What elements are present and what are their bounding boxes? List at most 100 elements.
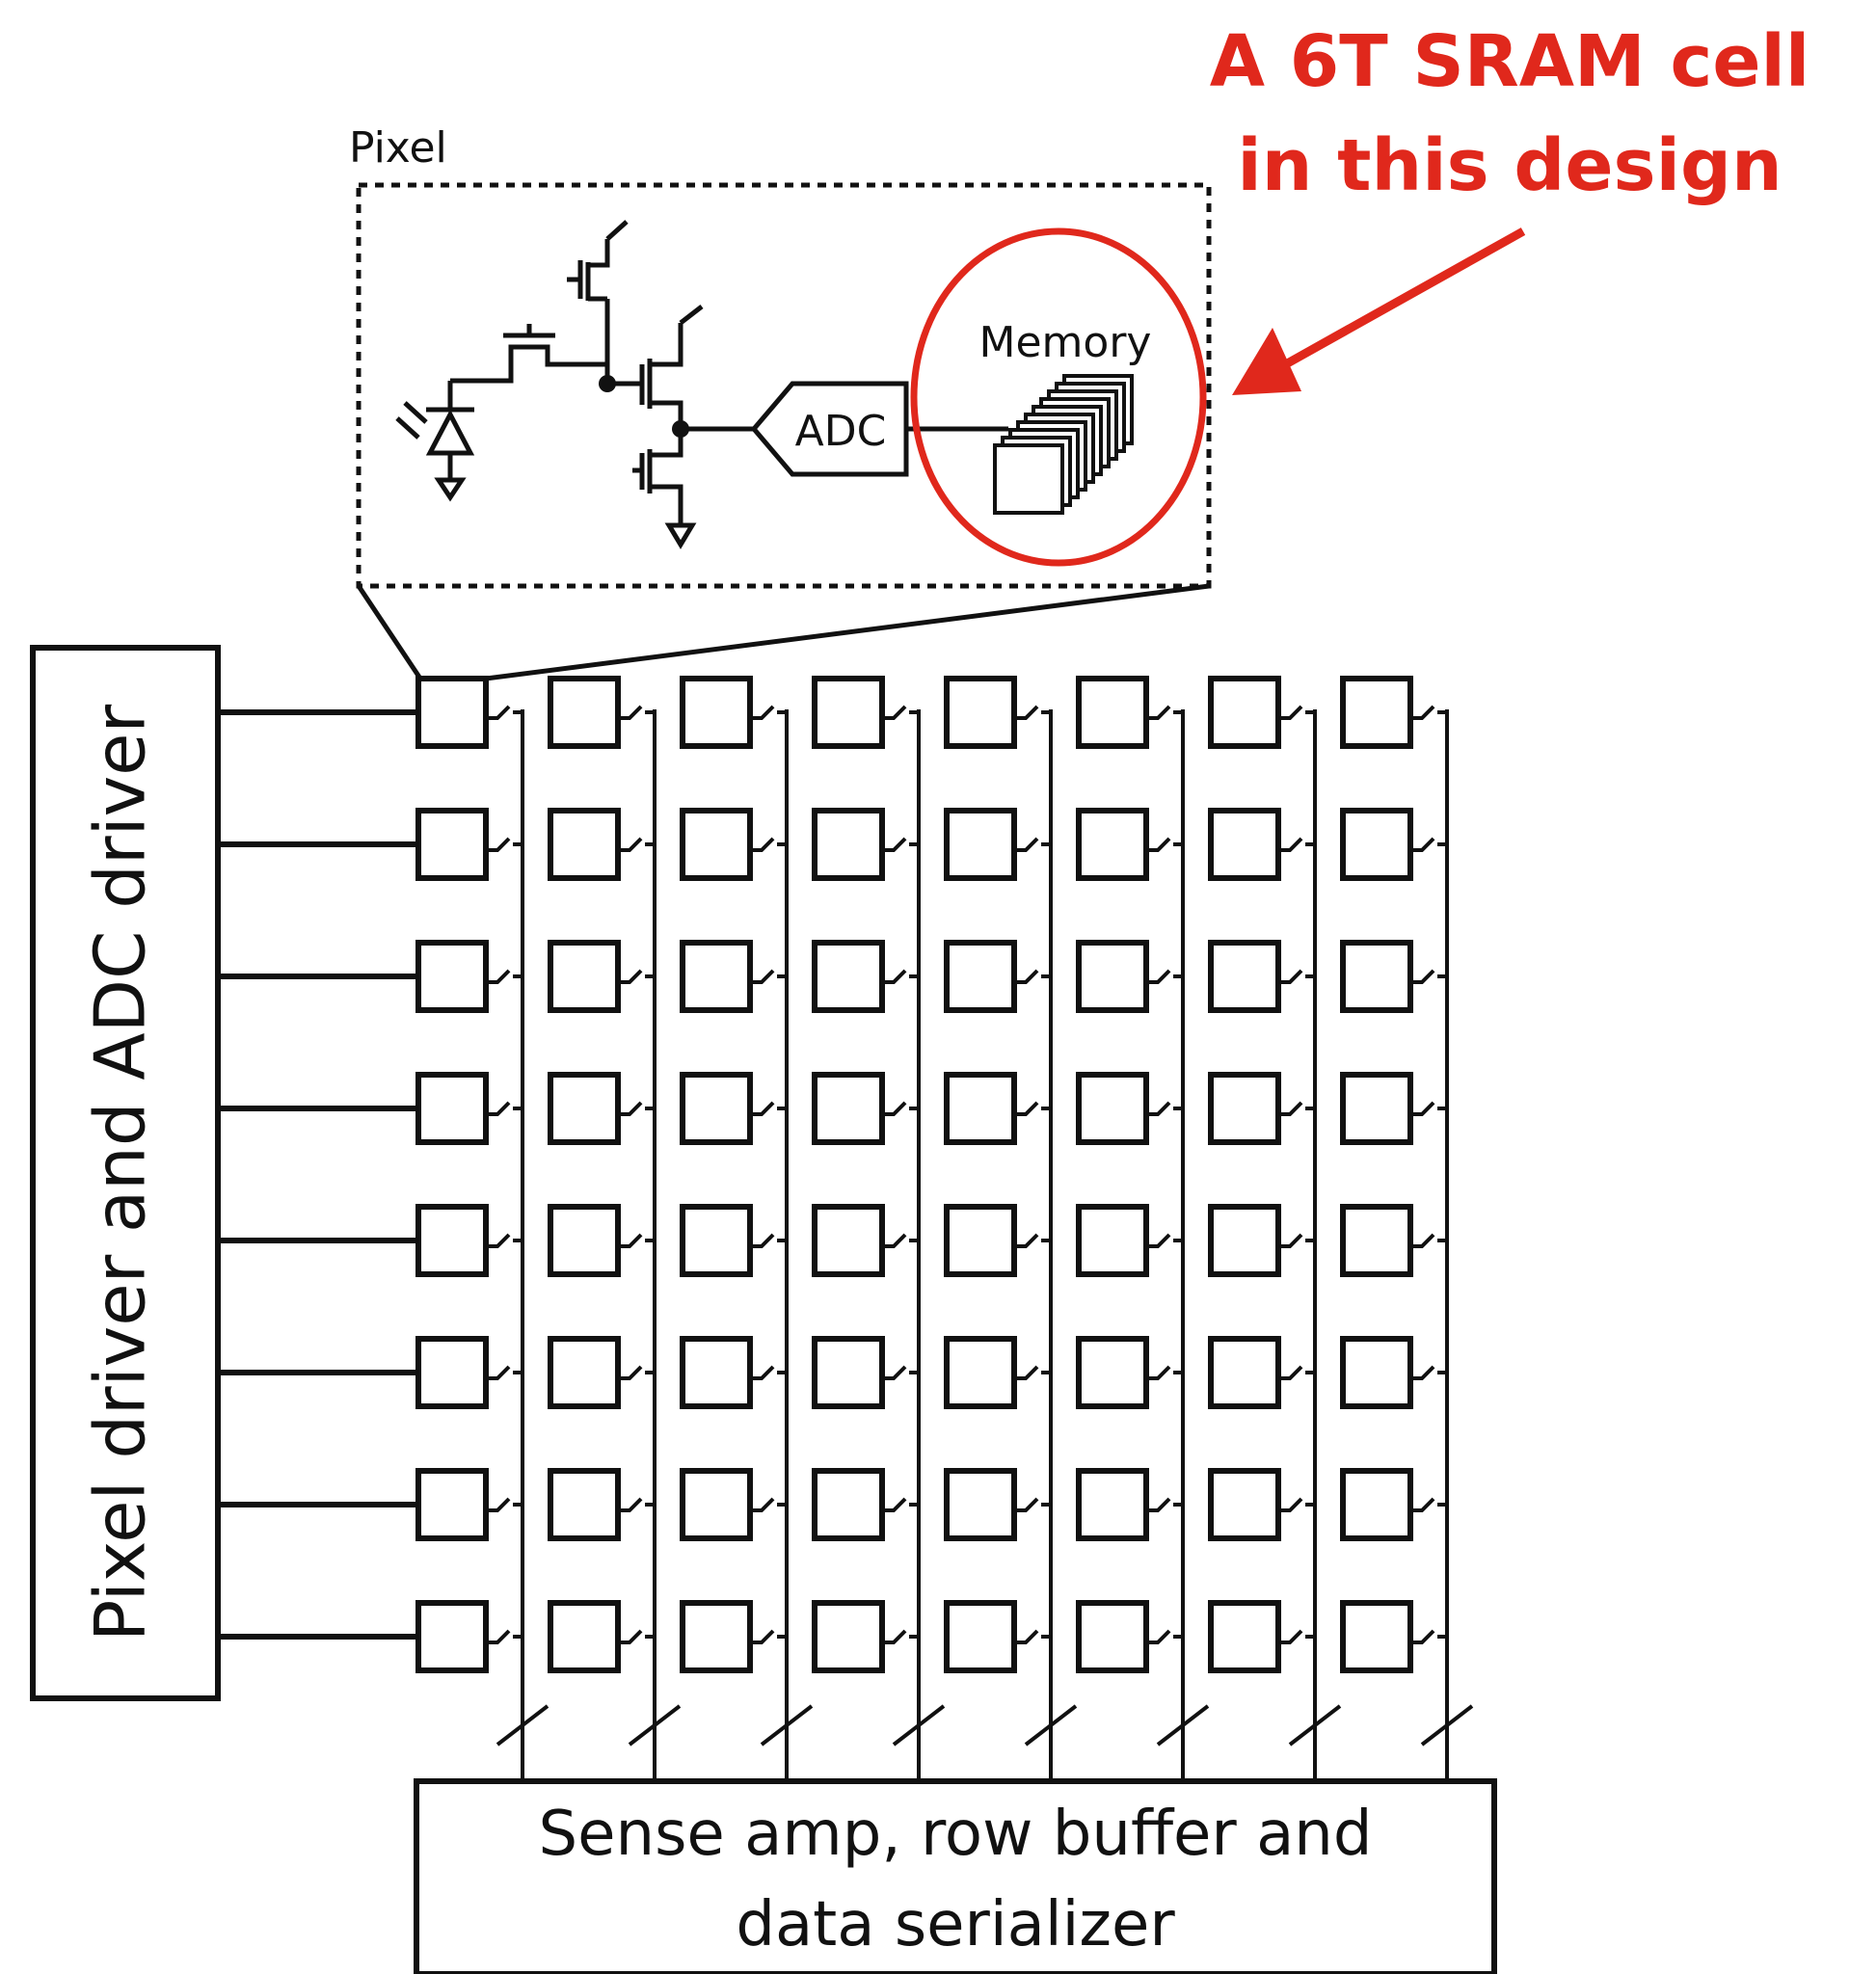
sense-amp-block: Sense amp, row buffer and data serialize… [414, 1778, 1497, 1974]
cell-switch [1014, 1101, 1039, 1116]
zoom-line-right [485, 583, 1210, 681]
pixel-cell [1076, 808, 1149, 881]
transfer-transistor [503, 324, 607, 367]
bus-slash [1420, 1704, 1474, 1747]
bus-slash [760, 1704, 814, 1747]
cell-switch [750, 1233, 775, 1248]
pixel-cell [944, 1600, 1017, 1673]
pixel-cell [1208, 676, 1281, 749]
pixel-cell [680, 1336, 753, 1409]
pixel-cell [415, 1204, 489, 1277]
pixel-cell [680, 1072, 753, 1145]
annotation-line-1: A 6T SRAM cell [1209, 20, 1810, 103]
cell-switch [1146, 1233, 1171, 1248]
pixel-cell [1340, 1072, 1413, 1145]
cell-switch [1146, 1497, 1171, 1512]
cell-switch [1410, 969, 1435, 984]
cell-switch [1278, 1629, 1303, 1644]
cell-switch [618, 837, 643, 852]
pixel-cell [1208, 1204, 1281, 1277]
pixel-cell [1340, 1204, 1413, 1277]
annotation-arrow [1232, 227, 1526, 395]
pixel-cell [680, 1204, 753, 1277]
cell-switch [1146, 1101, 1171, 1116]
pixel-cell [812, 1600, 885, 1673]
cell-switch [750, 705, 775, 720]
cell-switch [1278, 1233, 1303, 1248]
reset-transistor [567, 220, 629, 384]
pixel-cell [812, 1072, 885, 1145]
cell-switch [882, 1233, 907, 1248]
pixel-cell [548, 1468, 621, 1541]
pixel-cell [812, 1468, 885, 1541]
pixel-cell [944, 1072, 1017, 1145]
memory-cell [993, 443, 1064, 515]
cell-switch [1146, 837, 1171, 852]
bus-slash [496, 1704, 549, 1747]
pixel-cell [548, 676, 621, 749]
cell-switch [750, 969, 775, 984]
bus-slash [892, 1704, 946, 1747]
cell-switch [1278, 969, 1303, 984]
pixel-cell [1076, 1600, 1149, 1673]
cell-switch [618, 1365, 643, 1380]
cell-switch [1278, 1101, 1303, 1116]
cell-switch [1014, 969, 1039, 984]
cell-switch [1014, 1233, 1039, 1248]
pixel-cell [1076, 1468, 1149, 1541]
driver-label: Pixel driver and ADC driver [80, 705, 161, 1642]
pixel-cell [1076, 1336, 1149, 1409]
cell-switch [486, 1101, 511, 1116]
cell-switch [1146, 969, 1171, 984]
out-node-dot [672, 420, 689, 438]
cell-switch [1146, 1629, 1171, 1644]
pixel-cell [415, 676, 489, 749]
pixel-cell [812, 940, 885, 1013]
cell-switch [486, 969, 511, 984]
pixel-cell [812, 1336, 885, 1409]
pixel-cell [680, 1600, 753, 1673]
pixel-inset-title: Pixel [349, 123, 447, 173]
pixel-cell [415, 1600, 489, 1673]
cell-switch [1278, 1497, 1303, 1512]
pixel-cell [1208, 808, 1281, 881]
pixel-inset: Pixel [349, 123, 1212, 589]
pixel-cell [944, 1468, 1017, 1541]
cell-switch [486, 1497, 511, 1512]
pixel-array [218, 676, 1474, 1781]
pixel-cell [1208, 940, 1281, 1013]
highlight-circle [910, 227, 1207, 567]
cell-switch [1014, 1365, 1039, 1380]
pixel-cell [548, 1204, 621, 1277]
pixel-cell [1076, 676, 1149, 749]
pixel-cell [415, 940, 489, 1013]
pixel-cell [415, 1468, 489, 1541]
cell-switch [1146, 1365, 1171, 1380]
cell-switch [486, 1233, 511, 1248]
cell-switch [1410, 705, 1435, 720]
pixel-cell [1340, 1468, 1413, 1541]
pixel-cell [812, 808, 885, 881]
pixel-cell [1340, 940, 1413, 1013]
cell-switch [1410, 1365, 1435, 1380]
cell-switch [750, 1365, 775, 1380]
pixel-cell [812, 1204, 885, 1277]
pixel-cell [680, 1468, 753, 1541]
cell-switch [1014, 1629, 1039, 1644]
pixel-cell [1340, 1336, 1413, 1409]
pixel-cell [1208, 1072, 1281, 1145]
pixel-cell [1340, 808, 1413, 881]
pixel-cell [415, 808, 489, 881]
cell-switch [486, 705, 511, 720]
annotation-line-2: in this design [1237, 124, 1782, 207]
photodiode-symbol [395, 364, 514, 502]
pixel-cell [1076, 1072, 1149, 1145]
cell-switch [1410, 1101, 1435, 1116]
cell-switch [882, 1497, 907, 1512]
pixel-cell [415, 1072, 489, 1145]
cell-switch [618, 1629, 643, 1644]
pixel-cell [1076, 940, 1149, 1013]
cell-switch [1410, 1233, 1435, 1248]
cell-switch [1014, 1497, 1039, 1512]
